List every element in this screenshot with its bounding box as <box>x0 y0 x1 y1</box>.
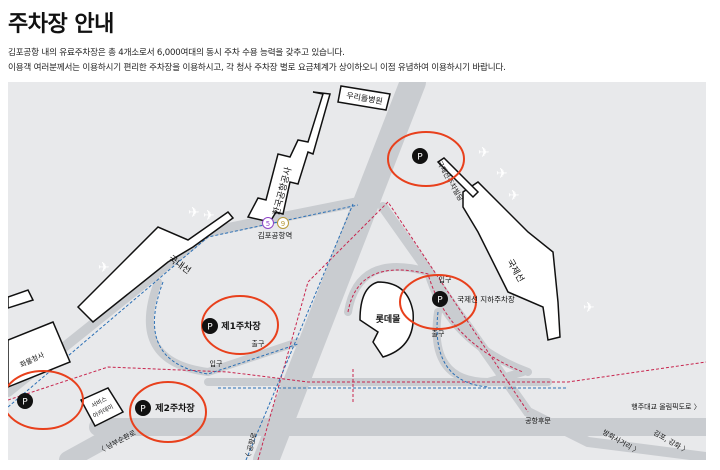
parking-icon-letter: P <box>207 323 213 333</box>
road-loop-intl <box>344 263 532 376</box>
page-title: 주차장 안내 <box>8 12 114 37</box>
lotte-mall-label: 롯데몰 <box>376 313 401 325</box>
routes <box>7 201 707 461</box>
airplane-icon: ✈ <box>496 166 508 182</box>
back-gate-label: 공항후문 <box>525 416 551 425</box>
parking-markers: P P 국제선 지하주차장 P 제1주차장 P 제2주차장 P <box>2 131 515 443</box>
building-academy <box>79 387 125 427</box>
entry-route <box>7 361 707 401</box>
entrance-label: 입구 <box>210 360 223 368</box>
description: 김포공항 내의 유료주차장은 총 4개소로서 6,000여대의 동시 주차 수용… <box>8 46 506 76</box>
exit-label: 출구 <box>432 329 445 338</box>
road-main-diagonal <box>253 69 426 470</box>
parking-icon-letter: P <box>22 398 28 408</box>
description-line: 이용객 여러분께서는 이용하시기 편리한 주차장을 이용하시고, 각 청사 주차… <box>8 63 506 73</box>
airplane-icon: ✈ <box>188 205 200 221</box>
subway-line-5: 5 <box>266 220 270 228</box>
parking-lot-2[interactable]: P 제2주차장 <box>129 381 207 443</box>
parking-icon <box>135 400 151 416</box>
exit-route <box>245 203 354 461</box>
building-hospital <box>337 85 391 111</box>
parking-intl-underground-label: 국제선 지하주차장 <box>457 294 515 304</box>
highlight-circle <box>201 295 279 355</box>
description-line: 김포공항 내의 유료주차장은 총 4개소로서 6,000여대의 동시 주차 수용… <box>8 48 345 58</box>
parking-lot-1[interactable]: P 제1주차장 <box>201 295 279 355</box>
highlight-circle <box>129 381 207 443</box>
building-cargo <box>7 321 71 389</box>
parking-icon-letter: P <box>140 405 146 415</box>
building-kac <box>246 91 331 223</box>
exit-label: 출구 <box>252 339 265 348</box>
airplane-icon: ✈ <box>203 208 215 224</box>
highlight-circle <box>399 274 477 330</box>
subway-line-9: 9 <box>281 220 285 228</box>
parking-icon <box>432 291 448 307</box>
entrance-label: 입구 <box>439 276 452 284</box>
subway-line-9-badge <box>277 217 289 229</box>
parking-intl-underground[interactable]: P 국제선 지하주차장 <box>399 274 515 330</box>
airplane-icon: ✈ <box>583 300 595 316</box>
airplane-icon: ✈ <box>478 145 490 161</box>
road-nambu <box>59 418 137 469</box>
parking-icon-letter: P <box>437 296 443 306</box>
road-east <box>378 202 711 462</box>
parking-icon <box>17 393 33 409</box>
exit-route <box>154 281 299 375</box>
parking-map: 우리들병원 한국공항공사 국내선 국제선 국제선주차빌딩 롯데몰 화물청사 서비… <box>2 69 715 470</box>
building-intl-jetty <box>436 157 480 199</box>
buildings <box>7 85 561 427</box>
exit-route <box>436 311 489 388</box>
building-left-small <box>7 289 35 310</box>
parking-icon-letter: P <box>417 153 423 163</box>
airplane-icon: ✈ <box>508 188 520 204</box>
parking-lot-2-label: 제2주차장 <box>155 402 195 414</box>
parking-icon <box>412 148 428 164</box>
parking-icon <box>202 318 218 334</box>
airplane-icon: ✈ <box>98 260 110 276</box>
building-domestic <box>76 210 235 324</box>
parking-lot-1-label: 제1주차장 <box>221 320 261 332</box>
airplane-icons: ✈ ✈ ✈ ✈ ✈ ✈ ✈ <box>98 145 595 316</box>
building-international <box>462 181 561 341</box>
subway-station-label: 김포공항역 <box>258 230 293 240</box>
entry-route <box>347 269 524 373</box>
highlight-circle <box>387 131 465 187</box>
subway-line-5-badge <box>262 217 274 229</box>
direction-olympic[interactable]: 행주대교 올림픽도로 〉 <box>631 402 700 411</box>
subway-lines: 5 9 <box>262 217 289 229</box>
parking-intl-building[interactable]: P <box>387 131 465 187</box>
